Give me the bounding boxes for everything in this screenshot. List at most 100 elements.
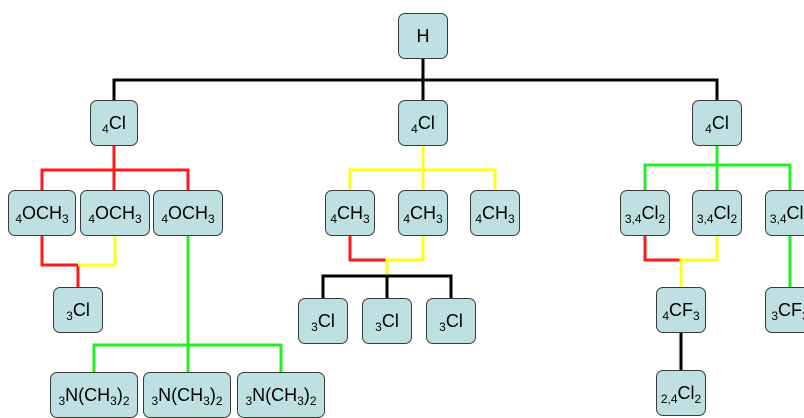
label-main: Cl (677, 383, 695, 403)
label-post: 3 (802, 309, 804, 323)
label-pre: 3 (58, 394, 66, 408)
label-main: OCH (22, 203, 62, 223)
label-main: CH (482, 203, 508, 223)
label-post: 3 (508, 212, 515, 226)
node-nme2-a: 3N(CH3)2 (50, 372, 138, 418)
node-label: 3Cl (311, 311, 335, 333)
label-pre: 3,4 (769, 212, 787, 226)
node-label: 3N(CH3)2 (245, 385, 316, 407)
node-cl2-c: 3,4Cl2 (765, 190, 804, 236)
label-post: 3 (297, 394, 304, 408)
label-pre: 3 (439, 320, 446, 334)
label-pre: 4 (705, 122, 712, 136)
label-pre: 4 (88, 212, 95, 226)
node-center-3cl-b: 3Cl (362, 298, 412, 344)
label-post: 2 (730, 212, 738, 226)
label-pre: 3 (375, 320, 382, 334)
connector-red-21 (643, 236, 681, 262)
label-main: CF (669, 300, 693, 320)
label-main: Cl (317, 311, 335, 331)
node-cl2-a: 3,4Cl2 (620, 190, 670, 236)
node-left-3cl: 3Cl (53, 287, 103, 333)
label-main: OCH (168, 203, 208, 223)
node-label: 4CF3 (662, 300, 699, 322)
node-l1-right: 4Cl (692, 100, 742, 146)
node-cf3-a: 4CF3 (656, 287, 706, 333)
label-post: 2 (658, 212, 666, 226)
label-pre: 3 (245, 394, 253, 408)
label-pre: 3 (66, 309, 73, 323)
label-main: Cl (72, 300, 90, 320)
label-main: Cl (417, 113, 435, 133)
label-pre: 3,4 (696, 212, 714, 226)
label-post: 3 (203, 394, 210, 408)
label-main: N(CH (65, 385, 111, 405)
label-main: N(CH (158, 385, 204, 405)
label-main: Cl (445, 311, 463, 331)
label-pre: 3 (151, 394, 159, 408)
connector-yellow-22 (679, 236, 719, 287)
label-main: CH (337, 203, 363, 223)
label-main: Cl (108, 113, 126, 133)
connector-red-12 (40, 236, 80, 287)
node-l1-center: 4Cl (398, 100, 448, 146)
label-post2: 2 (122, 394, 130, 408)
node-cl2-24: 2,4Cl2 (656, 370, 706, 416)
label-post: 3 (110, 394, 117, 408)
label-pre: 4 (411, 122, 418, 136)
node-label: 2,4Cl2 (661, 383, 701, 405)
label-main: N(CH (252, 385, 298, 405)
label-pre: 4 (161, 212, 168, 226)
node-nme2-c: 3N(CH3)2 (237, 372, 325, 418)
label-main: Cl (711, 113, 729, 133)
node-label: 3,4Cl2 (625, 203, 665, 225)
label-post: 3 (693, 309, 700, 323)
label-main: Cl (641, 203, 659, 223)
node-label: 4OCH3 (15, 203, 68, 225)
node-l1-left: 4Cl (90, 100, 138, 146)
node-label: 4Cl (102, 113, 126, 135)
node-label: 3Cl (375, 311, 399, 333)
label-main: CH (410, 203, 436, 223)
label-pre: 2,4 (660, 392, 678, 406)
node-root: H (398, 13, 448, 59)
label-pre: 4 (475, 212, 482, 226)
connector-black-1 (112, 78, 719, 100)
label-pre: 3 (311, 320, 318, 334)
label-pre: 3,4 (624, 212, 642, 226)
node-label: 3Cl (439, 311, 463, 333)
node-label: 4CH3 (403, 203, 442, 225)
node-och3-a: 4OCH3 (8, 190, 76, 236)
label-main: Cl (381, 311, 399, 331)
node-center-3cl-c: 3Cl (426, 298, 476, 344)
node-ch3-b: 4CH3 (398, 190, 448, 236)
label-post: 3 (62, 212, 69, 226)
node-ch3-c: 4CH3 (470, 190, 520, 236)
node-label: 4CH3 (475, 203, 514, 225)
node-ch3-a: 4CH3 (325, 190, 375, 236)
node-label: 3Cl (66, 300, 90, 322)
connector-yellow-18 (385, 236, 425, 276)
node-cl2-b: 3,4Cl2 (692, 190, 742, 236)
connector-yellow-13 (78, 236, 117, 267)
node-label: 4CH3 (330, 203, 369, 225)
node-label: 3N(CH3)2 (58, 385, 129, 407)
label-pre: 4 (403, 212, 410, 226)
label-post: 2 (694, 392, 702, 406)
label-tail: ) (303, 385, 310, 405)
label-main: H (416, 26, 430, 46)
node-label: 4Cl (411, 113, 435, 135)
label-tail: ) (116, 385, 123, 405)
label-pre: 3 (771, 309, 778, 323)
node-och3-b: 4OCH3 (80, 190, 150, 236)
node-label: H (417, 27, 430, 45)
label-post2: 2 (309, 394, 317, 408)
node-och3-c: 4OCH3 (153, 190, 223, 236)
label-pre: 4 (102, 122, 109, 136)
label-post2: 2 (215, 394, 223, 408)
label-main: Cl (786, 203, 804, 223)
